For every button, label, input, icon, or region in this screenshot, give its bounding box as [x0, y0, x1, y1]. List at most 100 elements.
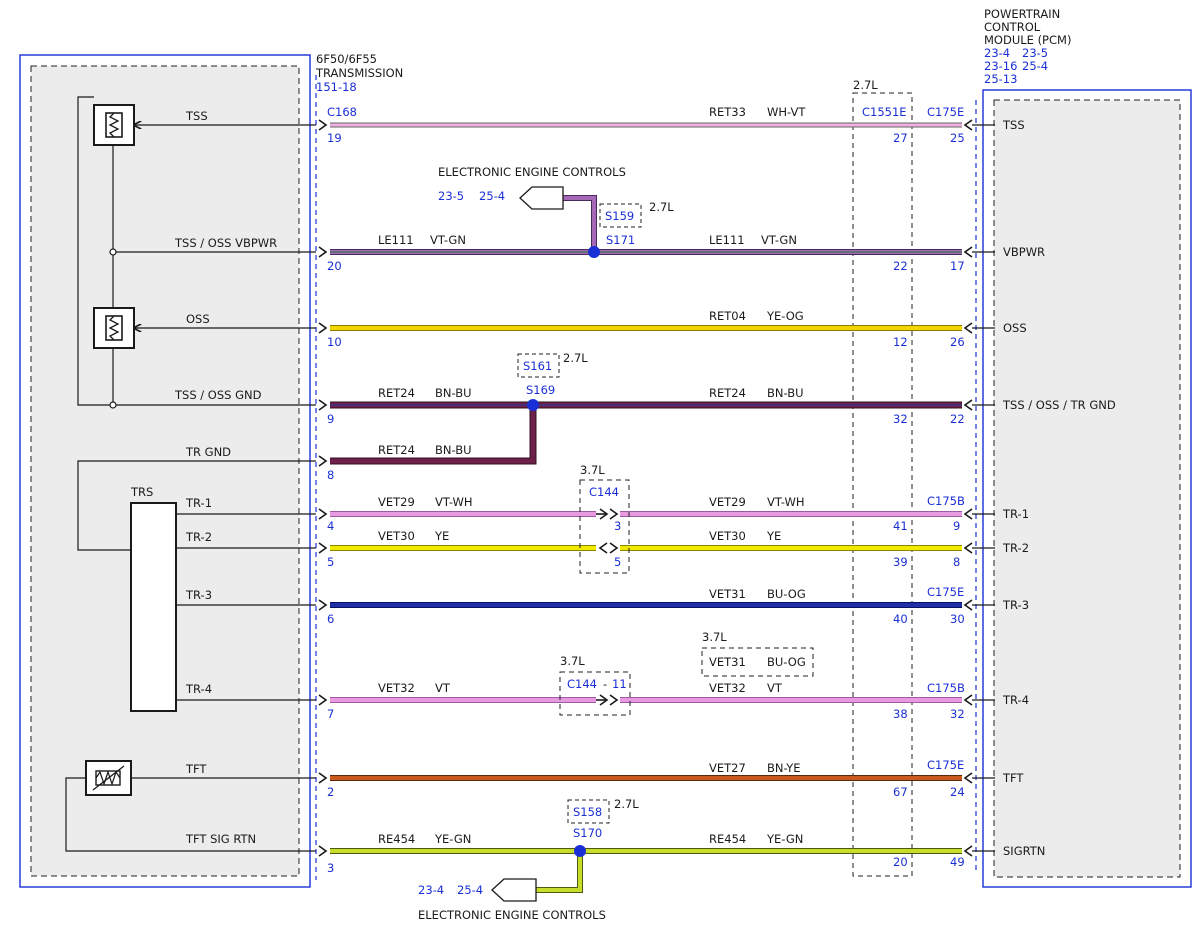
- pin-number: 10: [327, 335, 342, 349]
- pcm-ref-link[interactable]: 25-4: [1022, 59, 1048, 73]
- s159-option-box: [599, 203, 642, 228]
- pcm-ref-link[interactable]: 23-5: [1022, 46, 1048, 60]
- wire-color-code: VT: [435, 681, 451, 695]
- pin-number: 49: [950, 855, 965, 869]
- label-tr1: TR-1: [185, 496, 212, 510]
- wire-color-code: YE: [766, 529, 781, 543]
- label-tss-oss-gnd: TSS / OSS GND: [174, 388, 262, 402]
- pcm-pin-arrows: [963, 119, 973, 857]
- pin-number: 17: [950, 259, 965, 273]
- label-tr-gnd: TR GND: [185, 445, 231, 459]
- pcm-ref-link[interactable]: 25-13: [984, 72, 1017, 86]
- connector-c144[interactable]: C144: [567, 677, 597, 691]
- pin-number: 2: [327, 785, 334, 799]
- wire-color-code: BN-BU: [767, 386, 804, 400]
- eec-ref-link[interactable]: 25-4: [457, 883, 483, 897]
- pin-number: 22: [950, 412, 965, 426]
- pin-number: 32: [950, 707, 965, 721]
- pcm-name-line3: MODULE (PCM): [984, 33, 1071, 47]
- pin-number: 38: [893, 707, 908, 721]
- pcm-ref-link[interactable]: 23-4: [984, 46, 1010, 60]
- c144-pin-11: 11: [612, 677, 627, 691]
- option-37l: 3.7L: [580, 463, 605, 477]
- circuit-number: RE454: [709, 832, 746, 846]
- splice-s161[interactable]: S161: [523, 359, 552, 373]
- wire-color-code: BN-BU: [435, 386, 472, 400]
- eec-ref-link[interactable]: 23-5: [438, 189, 464, 203]
- connector-c1551e[interactable]: C1551E: [862, 105, 907, 119]
- circuit-number: RET33: [709, 105, 746, 119]
- pin-number: 24: [950, 785, 965, 799]
- eec-ref-link[interactable]: 23-4: [418, 883, 444, 897]
- c144-pin-arrows: [596, 508, 619, 706]
- connector-c168[interactable]: C168: [327, 105, 357, 119]
- pin-number: 41: [893, 519, 908, 533]
- label-oss: OSS: [186, 312, 210, 326]
- transmission-ref-link[interactable]: 151-18: [316, 80, 357, 94]
- pcm-label-tft: TFT: [1002, 771, 1024, 785]
- circuit-number: RET04: [709, 309, 746, 323]
- junction-dot: [109, 401, 117, 409]
- eec-title: ELECTRONIC ENGINE CONTROLS: [438, 165, 626, 179]
- wire-color-code: BN-YE: [767, 761, 801, 775]
- eec-connector-icon[interactable]: [519, 186, 564, 210]
- splice-s169[interactable]: S169: [526, 383, 555, 397]
- wire-color-code: BN-BU: [435, 443, 472, 457]
- pcm-label-vbpwr: VBPWR: [1003, 245, 1045, 259]
- pin-number: 40: [893, 612, 908, 626]
- pin-number: 12: [893, 335, 908, 349]
- circuit-number: VET27: [709, 761, 746, 775]
- connector-c175b[interactable]: C175B: [927, 494, 965, 508]
- connector-c175e[interactable]: C175E: [927, 105, 964, 119]
- harness-wires: [330, 122, 962, 893]
- label-tr4: TR-4: [185, 682, 212, 696]
- connector-c175e[interactable]: C175E: [927, 585, 964, 599]
- pcm-label-oss: OSS: [1003, 321, 1027, 335]
- splice-s170-dot: [574, 845, 586, 857]
- wire-color-code: WH-VT: [767, 105, 806, 119]
- pin-number: 9: [327, 412, 334, 426]
- splice-s169-dot: [527, 399, 539, 411]
- connector-c175b[interactable]: C175B: [927, 681, 965, 695]
- option-37l: 3.7L: [702, 630, 727, 644]
- splice-s171[interactable]: S171: [606, 233, 635, 247]
- pcm-pin-leads: [972, 124, 995, 852]
- circuit-number: VET32: [709, 681, 746, 695]
- pcm-label-tr2: TR-2: [1002, 541, 1029, 555]
- connector-c144[interactable]: C144: [589, 485, 619, 499]
- option-27l: 2.7L: [853, 78, 878, 92]
- wire-color-code: VT-GN: [761, 233, 797, 247]
- wire-color-code: BU-OG: [767, 655, 806, 669]
- eec-ref-link[interactable]: 25-4: [479, 189, 505, 203]
- pin-number: 5: [614, 555, 621, 569]
- wire-color-code: VT-WH: [435, 495, 473, 509]
- pin-number: 5: [327, 555, 334, 569]
- pcm-ref-link[interactable]: 23-16: [984, 59, 1017, 73]
- transmission-pin-arrows: [318, 119, 328, 857]
- option-27l: 2.7L: [563, 351, 588, 365]
- eec-connector-icon[interactable]: [491, 878, 537, 902]
- pcm-label-tss: TSS: [1002, 118, 1025, 132]
- pin-number: 3: [327, 861, 334, 875]
- splice-s159[interactable]: S159: [605, 209, 634, 223]
- pin-number: 30: [950, 612, 965, 626]
- pin-number: 6: [327, 612, 334, 626]
- trs-switch: [130, 502, 177, 712]
- transmission-internal-wiring: [65, 96, 316, 852]
- label-tr2: TR-2: [185, 530, 212, 544]
- s161-option-box: [517, 353, 560, 378]
- circuit-number: RET24: [378, 386, 415, 400]
- c1551e-option-box: [852, 92, 913, 877]
- label-tss-oss-vbpwr: TSS / OSS VBPWR: [174, 236, 277, 250]
- pin-number: 32: [893, 412, 908, 426]
- splice-s158[interactable]: S158: [573, 805, 602, 819]
- circuit-number: VET32: [378, 681, 415, 695]
- circuit-number: RET24: [709, 386, 746, 400]
- connector-c175e[interactable]: C175E: [927, 758, 964, 772]
- oss-sensor-icon: [93, 307, 135, 349]
- c144-dash: -: [603, 677, 607, 691]
- circuit-number: VET30: [378, 529, 415, 543]
- pcm-module: [982, 89, 1192, 888]
- splice-s170[interactable]: S170: [573, 826, 602, 840]
